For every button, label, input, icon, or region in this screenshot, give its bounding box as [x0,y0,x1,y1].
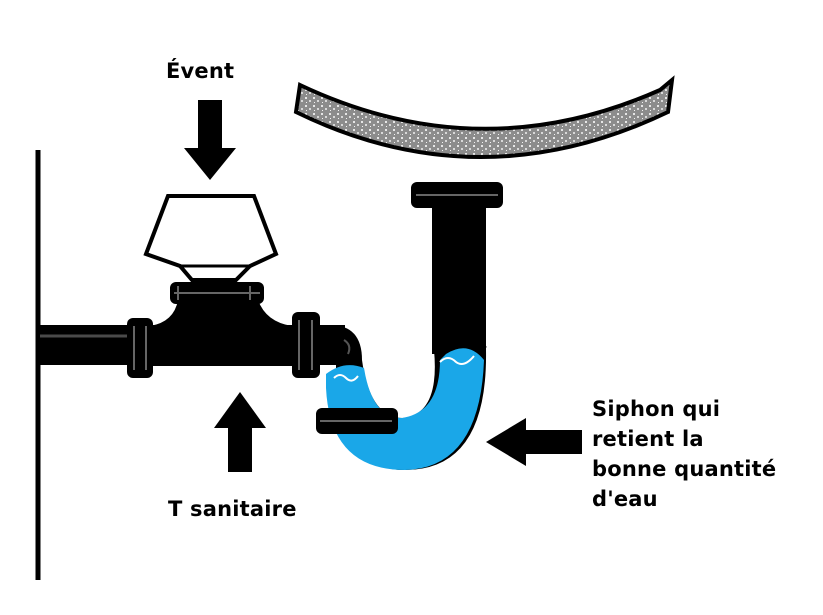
trap-label: Siphon qui retient la bonne quantité d'e… [592,394,776,514]
sanitary-tee [150,282,292,366]
up-arrow-icon [214,392,266,472]
vent-label: Évent [166,59,235,83]
trap-label-line: retient la [592,427,704,451]
down-arrow-icon [184,100,236,180]
trap-label-line: d'eau [592,487,658,511]
trap-nut [316,408,398,434]
sink-bottom [293,75,675,159]
trap-water [326,348,484,470]
p-trap [326,340,487,470]
trap-label-line: Siphon qui [592,397,721,421]
sanitary-tee-label: T sanitaire [168,497,297,521]
left-arrow-icon [486,418,582,466]
vent-cap [143,194,279,282]
coupling-right [292,312,320,378]
trap-label-line: bonne quantité [592,457,777,481]
coupling-left [127,318,153,378]
tailpiece [411,182,503,354]
